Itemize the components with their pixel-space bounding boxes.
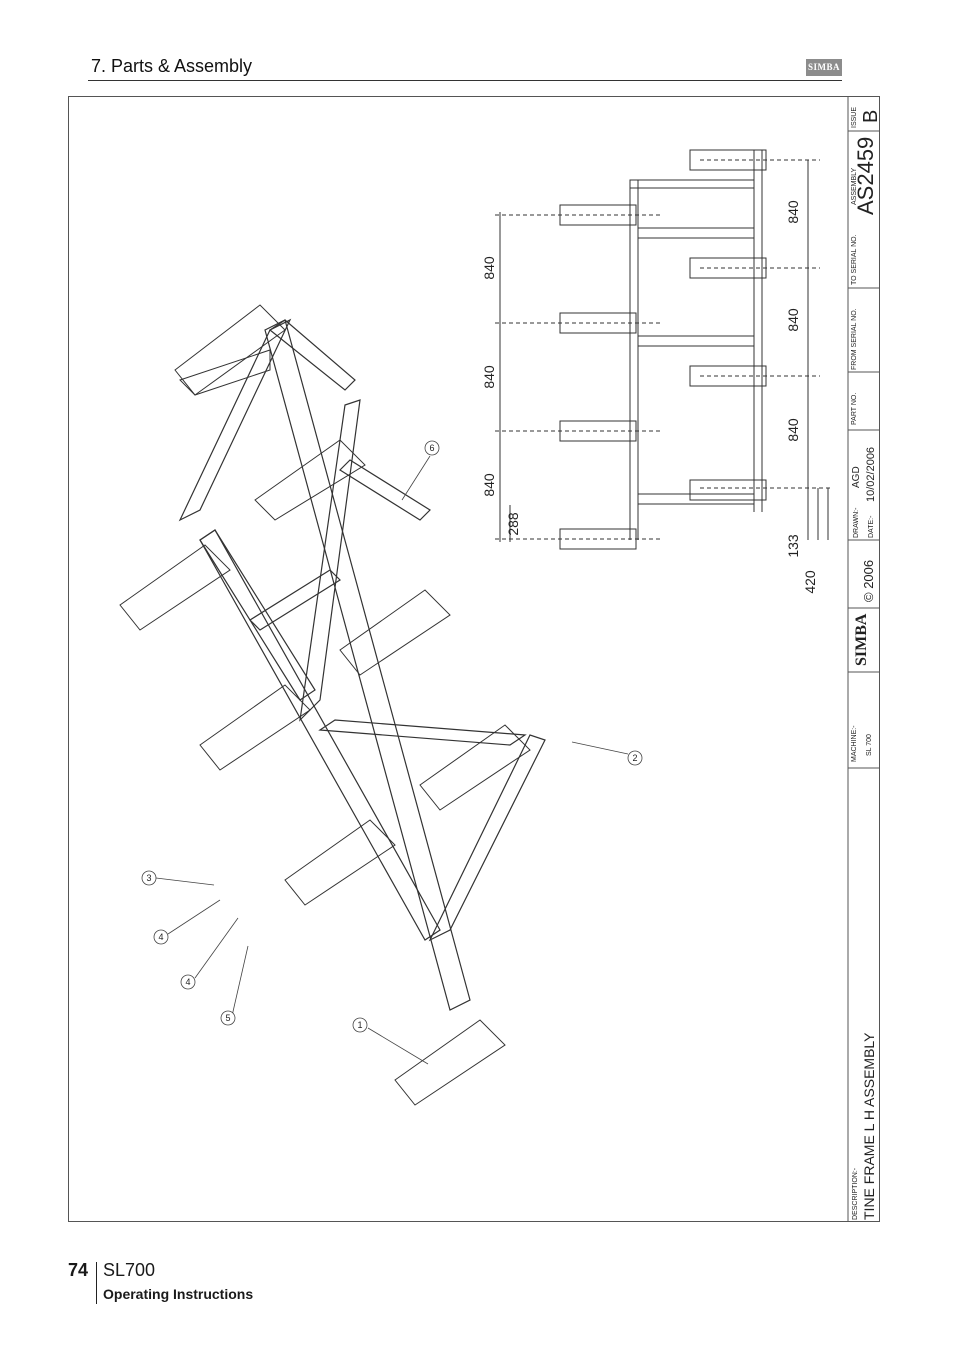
drawing-frame [68,96,880,1222]
to-serial-label: TO SERIAL NO. [851,234,858,285]
callout-3: 3 [146,873,151,883]
callout-6: 6 [429,443,434,453]
part-no-label: PART NO. [851,392,858,425]
page-header-title: 7. Parts & Assembly [91,56,253,76]
tine-assemblies [119,304,531,1106]
assembly-value: AS2459 [853,136,878,215]
plan-view [495,149,830,550]
simba-logo-small: SIMBA [806,59,842,76]
callout-2: 2 [632,753,637,763]
machine-label: MACHINE:- [851,725,858,762]
description-value: TINE FRAME L H ASSEMBLY [861,1032,877,1221]
title-block-grid [847,96,880,1222]
dim-top-1: 840 [481,256,497,280]
date-value: 10/02/2006 [865,446,877,502]
callout-1: 1 [357,1020,362,1030]
footer-divider [96,1262,97,1304]
callout-circles [141,440,643,1033]
callout-5: 5 [225,1013,230,1023]
dim-bottom-4: 133 [785,534,801,558]
header-rule [88,80,842,81]
callout-labels: 6 2 3 4 4 5 1 [146,443,637,1030]
footer-model: SL700 [103,1260,156,1280]
callout-4a: 4 [158,932,163,942]
drawn-value: AGD [851,466,862,488]
dim-bottom-5: 420 [802,570,818,594]
drawn-label: DRAWN:- [853,507,860,538]
date-label: DATE:- [868,515,875,538]
dimension-labels: 840 840 840 288 840 840 840 133 420 [481,200,818,594]
footer-subtitle: Operating Instructions [103,1286,254,1302]
dim-bottom-3: 840 [785,418,801,442]
issue-label: ISSUE [851,106,858,128]
dim-bottom-2: 840 [785,308,801,332]
issue-value: B [860,109,882,123]
machine-value: SL 700 [866,734,873,756]
description-label: DESCRIPTION:- [852,1167,859,1220]
dim-bottom-1: 840 [785,200,801,224]
dim-top-2: 840 [481,365,497,389]
callout-leaders [155,455,629,1065]
page-number: 74 [68,1260,89,1280]
isometric-frame [178,318,546,1011]
copyright-text: © 2006 [861,559,876,602]
dim-top-3: 840 [481,473,497,497]
callout-4b: 4 [185,977,190,987]
simba-logo-titleblock: SIMBA [853,613,870,666]
from-serial-label: FROM SERIAL NO. [851,308,858,370]
dim-offset: 288 [505,512,521,536]
